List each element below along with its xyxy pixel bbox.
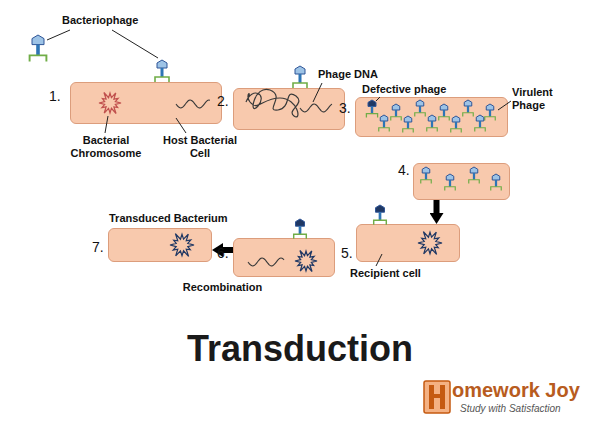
process-arrow [434, 200, 440, 213]
defective-phage [366, 100, 377, 118]
phage-dna [300, 104, 332, 112]
phage [485, 104, 496, 121]
part-label: Virulent Phage [512, 86, 568, 111]
step-number: 7. [92, 239, 104, 255]
leader-line [176, 118, 186, 133]
bacterial-chromosome [295, 251, 317, 272]
part-label: Study with Satisfaction [460, 403, 561, 415]
leader-line [313, 83, 322, 102]
phage [439, 104, 450, 121]
phage [469, 167, 480, 184]
phage [427, 115, 438, 132]
part-label-holder: Virulent Phage [512, 86, 568, 111]
leader-line [47, 30, 70, 40]
step-number-holder: 4. [398, 162, 410, 178]
leader-line [105, 116, 108, 133]
phage [491, 174, 502, 191]
cell-panel: 4. [413, 163, 510, 200]
step-number-holder: 3. [339, 100, 351, 116]
logo-icon [424, 381, 450, 413]
phage [445, 174, 456, 191]
defective-phage [294, 219, 307, 239]
step-number: 6. [217, 245, 229, 261]
part-label-holder: omework Joy [452, 379, 580, 402]
cell-panel: 1. [70, 82, 222, 124]
phage [391, 104, 402, 121]
part-label: Defective phage [362, 83, 446, 96]
step-number-holder: 2. [217, 93, 229, 109]
cell-panel: 5. [356, 224, 460, 262]
part-label: Bacterial Chromosome [70, 134, 142, 159]
leader-lines [47, 30, 511, 266]
bacterial-chromosome [99, 93, 121, 114]
part-label-holder: Study with Satisfaction [460, 403, 561, 415]
step-number: 1. [49, 88, 61, 104]
part-label-holder: Bacteriophage [62, 14, 138, 27]
phage [293, 66, 307, 88]
phage [155, 60, 169, 82]
panel-heading: Transduced Bacterium [109, 212, 228, 225]
cell-panel: 2. [233, 88, 345, 130]
phage [379, 115, 390, 132]
part-label-holder: Host Bacterial Cell [160, 134, 240, 159]
phage [475, 115, 486, 132]
step-number: 5. [341, 245, 353, 261]
bacterial-chromosome [246, 89, 299, 117]
part-label-holder: Defective phage [362, 83, 446, 96]
leader-line [376, 254, 382, 266]
step-number: 2. [217, 93, 229, 109]
panel-heading-holder: Transduced Bacterium [109, 212, 228, 225]
part-label-holder: Bacterial Chromosome [70, 134, 142, 159]
step-number: 3. [339, 100, 351, 116]
part-label: Recipient cell [350, 267, 421, 280]
leader-line [498, 101, 511, 110]
phage [451, 116, 462, 133]
phage [30, 35, 47, 61]
cell-panel: 6. [233, 238, 335, 277]
title-holder: Transduction [0, 328, 600, 369]
edge-label-holder: Recombination [183, 281, 262, 294]
part-label: Phage DNA [318, 68, 378, 81]
bacterial-chromosome [418, 232, 442, 255]
part-label: Host Bacterial Cell [160, 134, 240, 159]
phage [403, 116, 414, 133]
step-number: 4. [398, 162, 410, 178]
defective-phage [374, 205, 387, 225]
phage-dna [248, 258, 284, 266]
part-label-holder: Phage DNA [318, 68, 378, 81]
part-label: omework Joy [452, 379, 580, 402]
cell-panel: 3. [355, 97, 508, 137]
part-label: Bacteriophage [62, 14, 138, 27]
step-number-holder: 5. [341, 245, 353, 261]
edge-label: Recombination [183, 281, 262, 294]
bacterial-chromosome [170, 234, 194, 257]
phage [421, 167, 432, 184]
phage [463, 100, 474, 117]
step-number-holder: 7. [92, 239, 104, 255]
step-number-holder: 1. [49, 88, 61, 104]
process-arrow [223, 247, 233, 253]
step-number-holder: 6. [217, 245, 229, 261]
cell-panel: Transduced Bacterium7. [108, 228, 212, 262]
phage-dna [176, 100, 210, 108]
diagram-title: Transduction [0, 328, 600, 369]
leader-line [376, 97, 380, 101]
part-label-holder: Recipient cell [350, 267, 421, 280]
phage [415, 100, 426, 117]
leader-line [112, 30, 158, 58]
